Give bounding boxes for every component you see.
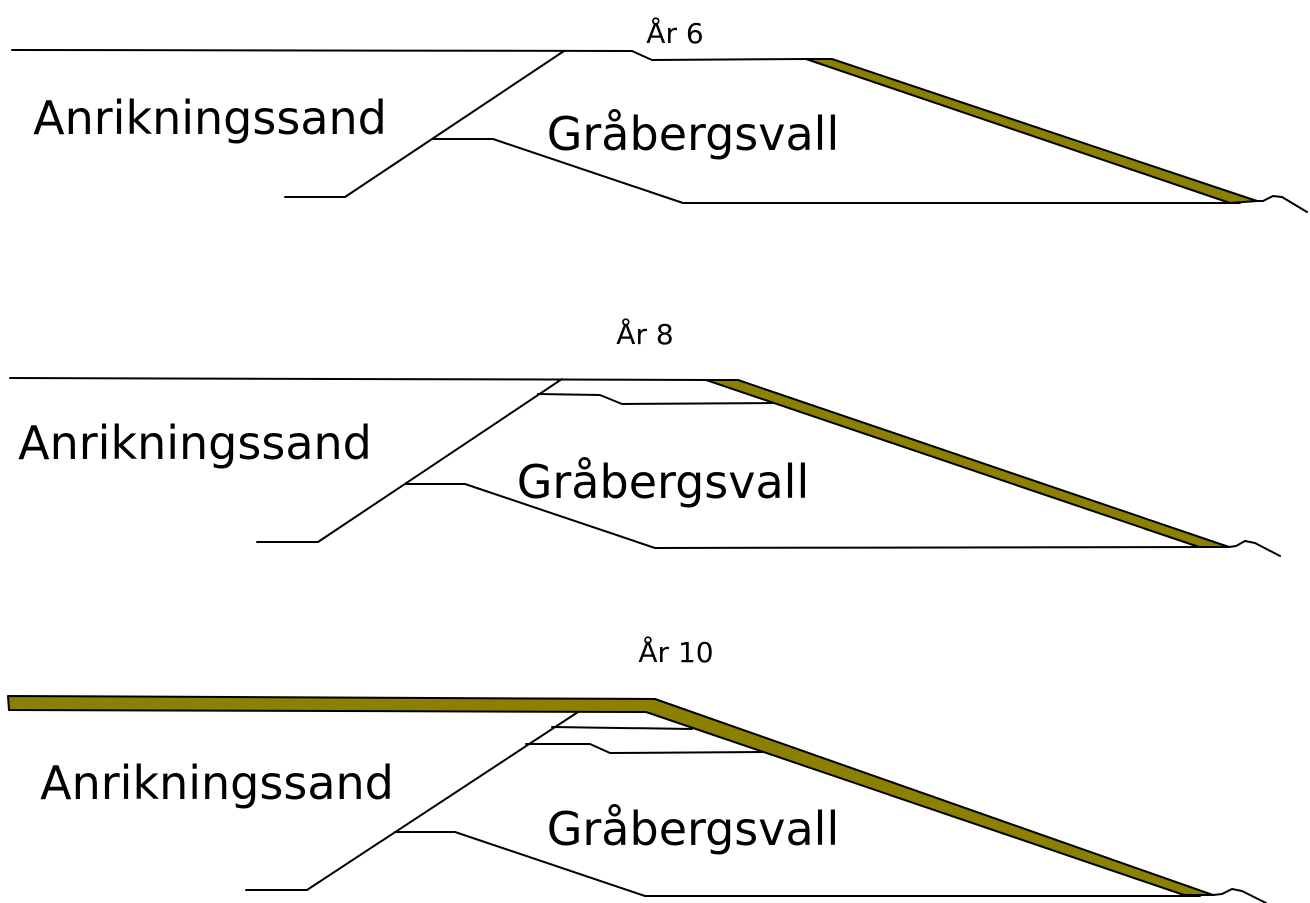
waste-rock-inner-bench	[394, 831, 1201, 897]
panel-year-10: År 10 Anrikningssand Gråbergsvall	[7, 635, 1267, 903]
waste-rock-inner-bench	[404, 483, 1211, 549]
tailings-label: Anrikningssand	[40, 756, 394, 810]
panel-year-6: År 6 Anrikningssand Gråbergsvall	[11, 16, 1308, 213]
waste-rock-dam-label: Gråbergsvall	[547, 802, 840, 856]
raised-bench-line-lower	[525, 743, 766, 754]
cover-layer	[7, 695, 1214, 896]
dam-upstream-slope	[256, 378, 563, 543]
downstream-toe-line	[1228, 540, 1281, 557]
tailings-surface-line	[9, 377, 709, 381]
dam-upstream-slope	[284, 50, 565, 198]
raised-bench-line	[537, 393, 776, 405]
dam-upstream-slope	[245, 711, 579, 891]
tailings-label: Anrikningssand	[18, 416, 372, 470]
waste-rock-dam-label: Gråbergsvall	[547, 107, 840, 161]
cover-layer	[805, 58, 1258, 204]
tailings-label: Anrikningssand	[33, 91, 387, 145]
year-label: År 6	[646, 16, 703, 50]
waste-rock-dam-label: Gråbergsvall	[517, 455, 810, 509]
panel-year-8: År 8 Anrikningssand Gråbergsvall	[9, 317, 1281, 557]
tailings-surface-line	[11, 49, 809, 61]
downstream-toe-line	[1256, 195, 1308, 213]
raised-bench-line-upper	[551, 726, 693, 730]
year-label: År 10	[638, 635, 713, 669]
downstream-toe-line	[1212, 888, 1267, 903]
waste-rock-inner-bench	[432, 138, 1241, 204]
year-label: År 8	[616, 317, 673, 351]
